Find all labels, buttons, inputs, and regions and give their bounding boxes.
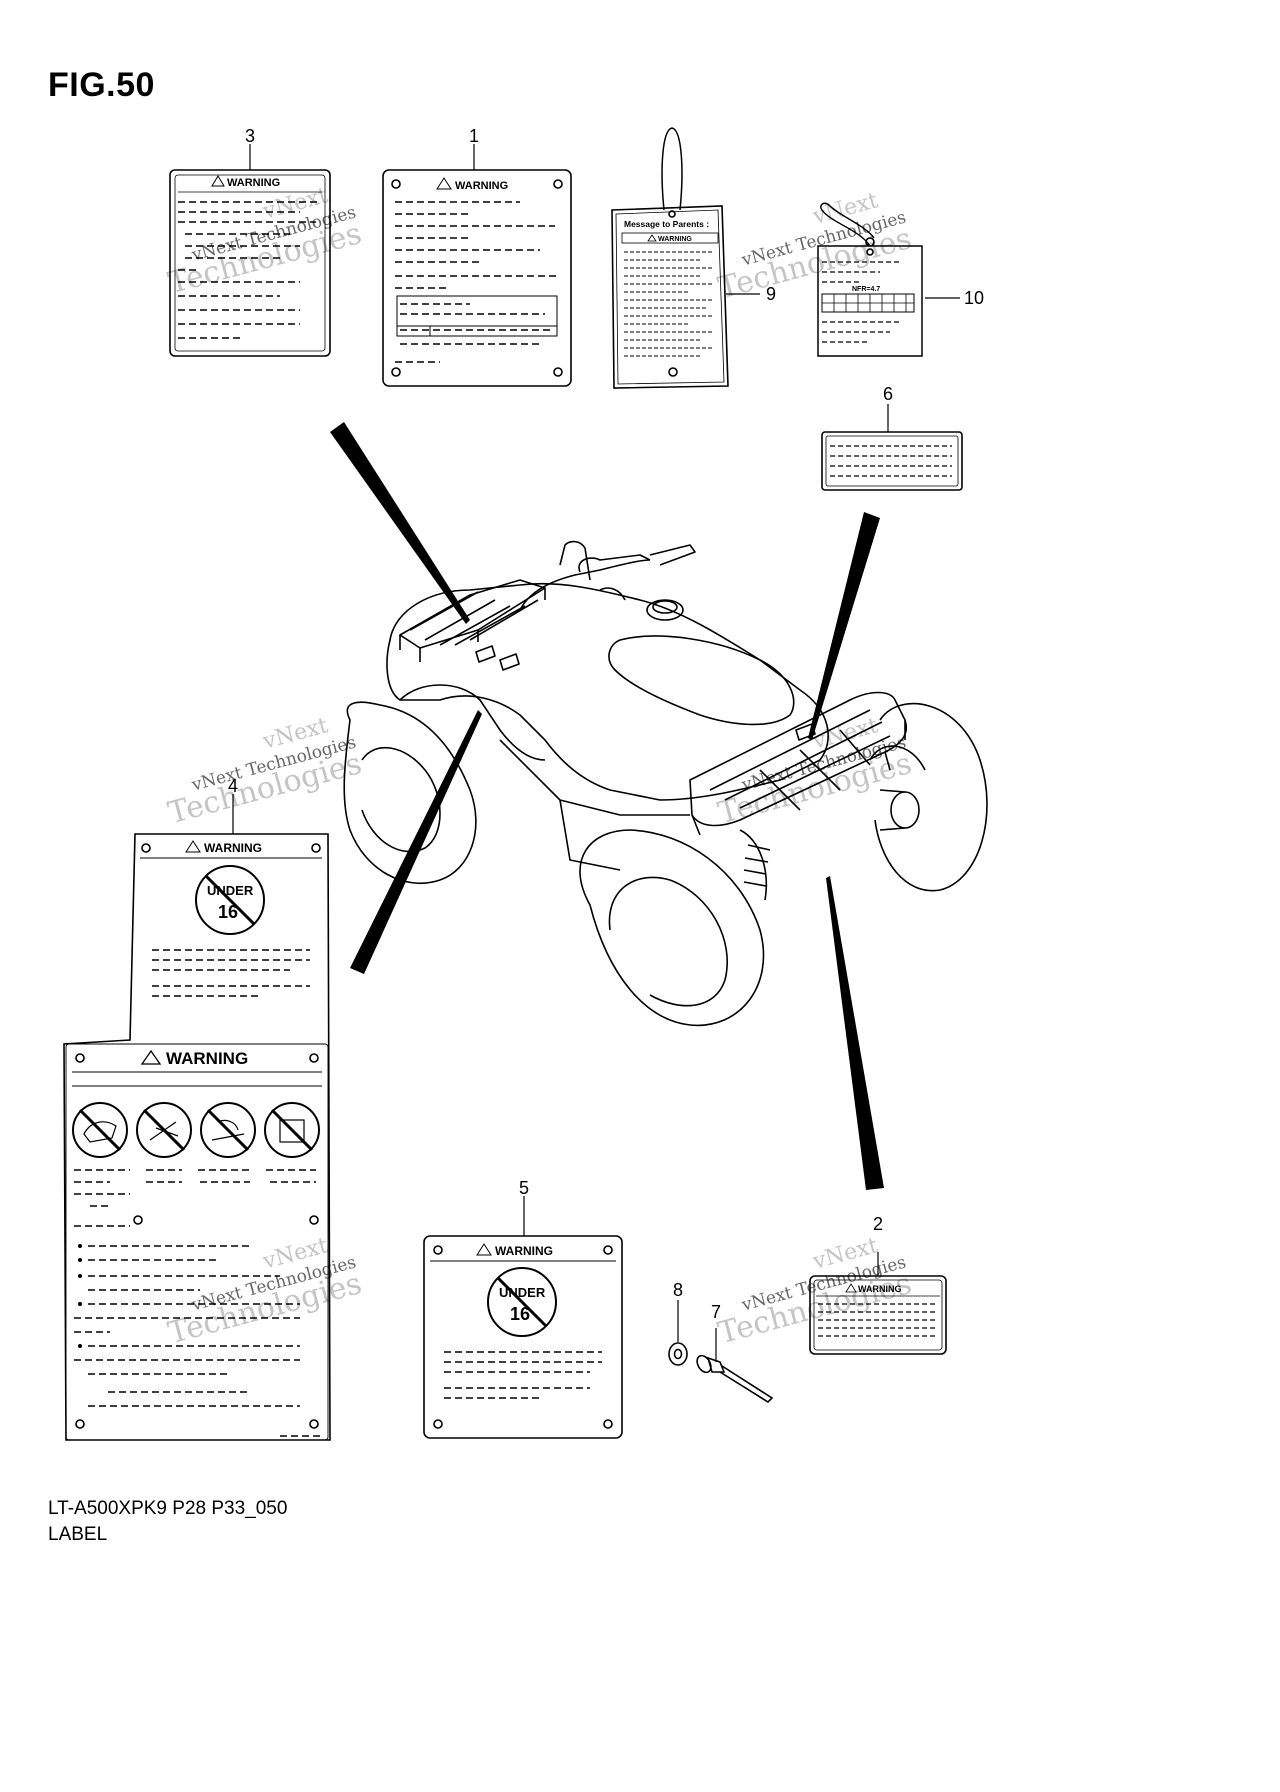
svg-text:16: 16 [510, 1304, 530, 1324]
svg-text:WARNING: WARNING [166, 1049, 248, 1068]
callout-2: 2 [873, 1214, 883, 1234]
label-3-warning: WARNING [169, 169, 331, 357]
svg-text:Message to Parents :: Message to Parents : [624, 219, 709, 229]
svg-text:WARNING: WARNING [495, 1244, 553, 1258]
label-5-warning-under-16: WARNING UNDER 16 [423, 1235, 623, 1439]
callout-3: 3 [245, 126, 255, 146]
callout-4: 4 [228, 776, 238, 796]
callout-1: 1 [469, 126, 479, 146]
label-10-tire-pressure: NFR=4.7 [817, 202, 960, 357]
svg-text:WARNING: WARNING [658, 236, 692, 243]
callout-9: 9 [766, 284, 776, 304]
callout-8: 8 [673, 1280, 683, 1300]
callout-10: 10 [964, 288, 984, 308]
callout-5: 5 [519, 1178, 529, 1198]
svg-text:WARNING: WARNING [227, 177, 280, 189]
label-6 [821, 431, 963, 491]
label-1-warning: WARNING [382, 169, 572, 387]
callout-7: 7 [711, 1302, 721, 1322]
pointer-wedges [330, 422, 884, 1190]
svg-text:NFR=4.7: NFR=4.7 [852, 286, 880, 293]
svg-text:16: 16 [218, 902, 238, 922]
label-4-warning-under-16: WARNING UNDER 16 WARNING [63, 833, 331, 1441]
svg-text:WARNING: WARNING [455, 180, 508, 192]
model-code: LT-A500XPK9 P28 P33_050 [48, 1498, 288, 1519]
watermark-3: vNext vNext Technologies Technologies [165, 713, 366, 831]
watermark-2: vNext vNext Technologies Technologies [715, 188, 916, 306]
figure-title: FIG.50 [48, 66, 155, 104]
callout-6: 6 [883, 384, 893, 404]
watermark-4: vNext vNext Technologies Technologies [715, 713, 916, 831]
atv-illustration [343, 540, 988, 1027]
svg-text:WARNING: WARNING [204, 841, 262, 855]
svg-text:WARNING: WARNING [858, 1284, 902, 1294]
part-7-rivet [696, 1354, 774, 1404]
svg-text:UNDER: UNDER [207, 883, 254, 898]
label-9-message-to-parents: Message to Parents : WARNING [611, 127, 760, 389]
part-8-washer [668, 1342, 688, 1366]
watermark-5: vNext vNext Technologies Technologies [165, 1233, 366, 1351]
svg-text:UNDER: UNDER [499, 1285, 546, 1300]
callout-numbers: 1 2 3 4 5 6 7 8 9 10 [228, 126, 984, 1322]
diagram-caption: LABEL [48, 1524, 108, 1545]
callout-leaders [232, 144, 889, 1362]
